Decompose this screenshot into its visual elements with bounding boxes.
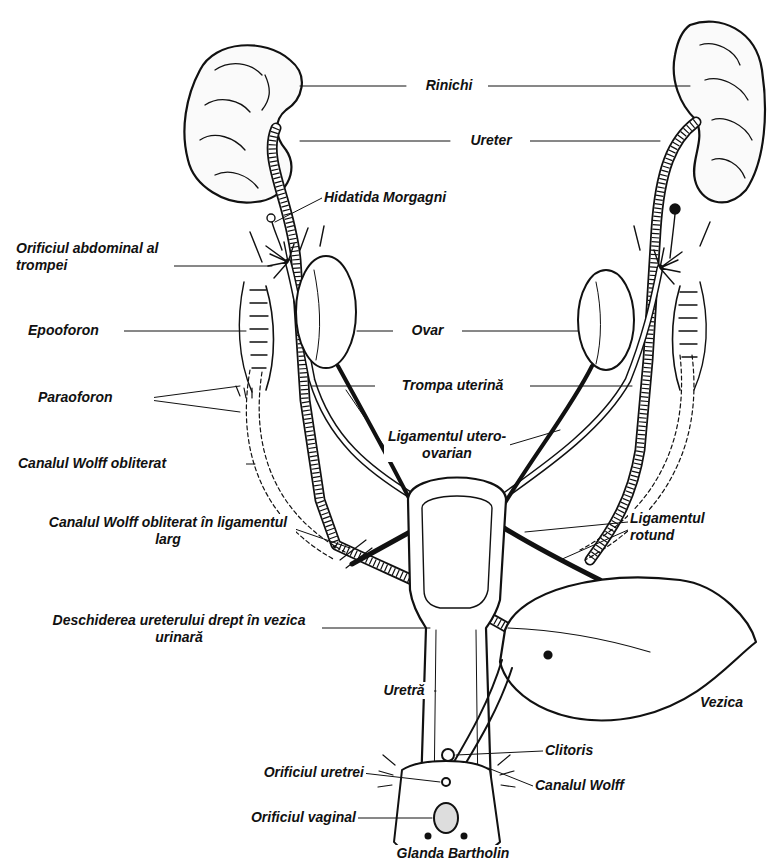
part-label: Paraoforon <box>36 389 154 406</box>
part-label: Orificiul uretrei <box>220 764 366 781</box>
urethra <box>448 660 512 776</box>
part-label: Canalul Wolff obliterat în ligamentul la… <box>40 514 296 548</box>
kidney-left <box>184 45 301 202</box>
part-label: Hidatida Morgagni <box>322 189 511 206</box>
part-label: Canalul Wolff <box>533 777 673 794</box>
part-label: Uretră <box>374 682 434 699</box>
ovaries <box>296 256 634 370</box>
part-label: Trompa uterină <box>375 377 530 394</box>
part-label: Glanda Bartholin <box>376 845 530 862</box>
part-label: Orificiul vaginal <box>228 809 358 826</box>
part-label: Rinichi <box>410 77 488 94</box>
kidney-right <box>674 22 765 203</box>
vulva <box>378 749 515 857</box>
part-label: Clitoris <box>543 742 621 759</box>
part-label: Ligamentul rotund <box>628 510 732 544</box>
part-label: Orificiul abdominal al trompei <box>14 240 174 274</box>
part-label: Canalul Wolff obliterat <box>16 455 246 472</box>
part-label: Ovar <box>393 322 462 339</box>
part-label: Ureter <box>452 132 530 149</box>
part-label: Vezica <box>698 694 772 711</box>
leader-lines <box>120 86 690 818</box>
part-label: Epooforon <box>26 322 124 339</box>
part-label: Ligamentul utero-ovarian <box>384 428 510 462</box>
cut-ligament <box>340 540 372 568</box>
part-label: Deschiderea ureterului drept în vezica u… <box>36 612 322 646</box>
ureters <box>272 122 696 628</box>
